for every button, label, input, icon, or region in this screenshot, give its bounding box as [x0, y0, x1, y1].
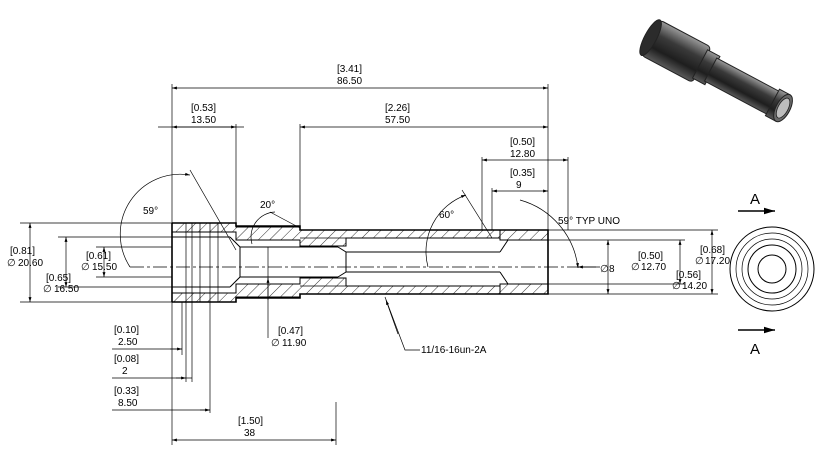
dimensions: [3.41] 86.50 [0.53] 13.50 [2.26] 57.50 [… [7, 64, 730, 445]
angle-20: 20° [260, 200, 275, 211]
dim-left-body-mm: 13.50 [191, 115, 216, 126]
dim-bore-sym: ∅ [600, 264, 609, 275]
dim-id-left-outer-in: [0.65] [46, 273, 71, 284]
bore-mid [346, 251, 500, 273]
dim-id-left-inner-mm: 15.50 [92, 262, 117, 273]
end-view: A A [729, 191, 815, 358]
dim-right-bore-dia-in: [0.50] [638, 251, 663, 262]
dim-id-left-inner-in: [0.61] [86, 251, 111, 262]
dim-id-left-outer-sym: ∅ [43, 284, 52, 295]
dim-groove3-mm: 8.50 [118, 398, 138, 409]
annotations: 59° 20° 60° 59° TYP UNO 11/16-16un-2A [119, 169, 620, 356]
dim-bore-mm: 8 [609, 264, 615, 275]
grooves [185, 223, 219, 302]
dim-od-right-mm: 17.20 [705, 256, 730, 267]
angle-59-left: 59° [143, 206, 158, 217]
thread-spec: 11/16-16un-2A [421, 345, 487, 356]
section-view [130, 222, 580, 303]
dim-groove1-in: [0.10] [114, 325, 139, 336]
dim-right-body-in: [2.26] [385, 103, 410, 114]
dim-right-bore-dia-sym: ∅ [631, 262, 640, 273]
dim-right-bore-dia-mm: 12.70 [641, 262, 666, 273]
dim-od-left-in: [0.81] [10, 246, 35, 257]
dim-right-body-mm: 57.50 [385, 115, 410, 126]
dim-left-body-in: [0.53] [191, 103, 216, 114]
bore-neck [240, 246, 347, 278]
section-hatch-bottom [171, 277, 549, 303]
dim-neck-mm: 11.90 [282, 338, 307, 349]
section-label-bottom: A [750, 341, 760, 358]
dim-od-left-sym: ∅ [7, 258, 16, 269]
thread-line [300, 237, 500, 287]
dim-id-left-inner-sym: ∅ [81, 262, 90, 273]
dim-groove1-mm: 2.50 [118, 337, 138, 348]
bore-right [499, 239, 548, 285]
dim-neck-in: [0.47] [278, 326, 303, 337]
dim-right-recess-in: [0.35] [510, 168, 535, 179]
dim-groove2-mm: 2 [122, 366, 128, 377]
dim-overall-in: [3.41] [337, 64, 362, 75]
section-hatch-top [171, 222, 549, 247]
iso-model [639, 19, 793, 123]
dim-neck-sym: ∅ [271, 338, 280, 349]
angle-60: 60° [439, 210, 454, 221]
dim-groove3-in: [0.33] [114, 386, 139, 397]
dim-od-right-in: [0.68] [700, 245, 725, 256]
dim-id-right-sym: ∅ [672, 281, 681, 292]
dim-thread-len-in: [1.50] [238, 416, 263, 427]
dim-thread-len-mm: 38 [244, 428, 256, 439]
dim-id-right-mm: 14.20 [682, 281, 707, 292]
angle-typ: 59° TYP UNO [558, 216, 620, 227]
dim-od-left-mm: 20.60 [18, 258, 43, 269]
dim-id-right-in: [0.56] [676, 270, 701, 281]
section-label-top: A [750, 191, 760, 208]
dim-right-bore-mm: 12.80 [510, 149, 535, 160]
dim-id-left-outer-mm: 16.50 [54, 284, 79, 295]
bore-left [172, 236, 241, 288]
dim-od-right-sym: ∅ [695, 256, 704, 267]
dim-groove2-in: [0.08] [114, 354, 139, 365]
dim-right-bore-in: [0.50] [510, 137, 535, 148]
dim-right-recess-mm: 9 [516, 180, 522, 191]
dim-overall-mm: 86.50 [337, 76, 362, 87]
